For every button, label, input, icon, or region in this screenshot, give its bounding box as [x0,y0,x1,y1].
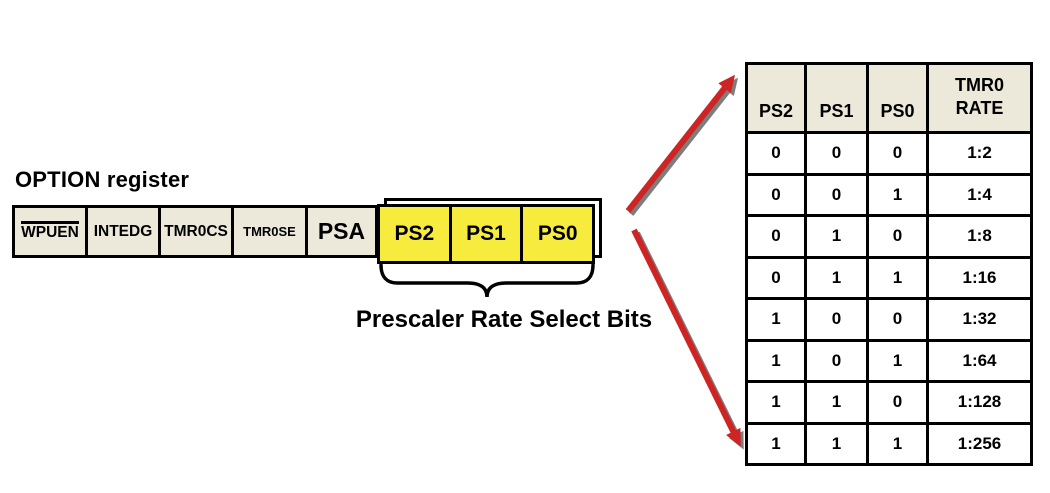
prescaler-bit-ps1: PS1 [452,207,524,261]
table-cell: 0 [866,214,929,259]
arrow-down-icon [631,228,744,450]
prescaler-highlight-box: PS2 PS1 PS0 [377,204,595,264]
table-row: 0 1 0 1:8 [745,214,1033,259]
table-row: 1 0 0 1:32 [745,297,1033,342]
table-cell: 0 [804,338,869,383]
table-cell: 0 [804,131,869,176]
table-row: 0 0 0 1:2 [745,131,1033,176]
table-cell: 0 [866,297,929,342]
brace-icon [379,263,595,298]
table-cell: 1:128 [926,380,1033,425]
table-cell: 0 [804,172,869,217]
table-cell: 1:2 [926,131,1033,176]
table-cell: 0 [804,297,869,342]
col-header-ps1: PS1 [804,62,869,134]
arrow-up-icon [625,74,739,216]
table-cell: 1 [804,214,869,259]
table-row: 1 1 0 1:128 [745,380,1033,425]
prescaler-bit-ps0: PS0 [523,207,592,261]
register-title: OPTION register [15,167,190,192]
table-cell: 1 [804,255,869,300]
table-cell: 0 [866,380,929,425]
register-cell-label: INTEDG [93,222,153,240]
table-cell: 1 [866,338,929,383]
rate-table: PS2 PS1 PS0 TMR0 RATE 0 0 0 1:2 0 0 1 1:… [745,62,1033,466]
table-cell: 1:8 [926,214,1033,259]
table-cell: 1:16 [926,255,1033,300]
prescaler-bit-label: PS1 [466,222,506,245]
table-cell: 1 [866,172,929,217]
table-cell: 1 [804,421,869,466]
register-cell-wpuen: WPUEN [15,208,88,255]
table-cell: 1:64 [926,338,1033,383]
register-cell-tmr0se: TMR0SE [234,208,308,255]
table-cell: 1:4 [926,172,1033,217]
rate-table-header-row: PS2 PS1 PS0 TMR0 RATE [745,62,1033,134]
register-cell-intedg: INTEDG [88,208,161,255]
register-cell-tmr0cs: TMR0CS [161,208,234,255]
table-row: 1 1 1 1:256 [745,421,1033,466]
prescaler-bit-label: PS2 [394,222,435,245]
table-cell: 0 [745,255,807,300]
prescaler-bit-ps2: PS2 [380,207,452,261]
table-cell: 1 [745,338,807,383]
table-cell: 1:256 [926,421,1033,466]
table-cell: 1 [866,421,929,466]
register-cell-psa: PSA [308,208,378,255]
register-cell-label: TMR0SE [243,224,296,239]
col-header-tmr0-rate: TMR0 RATE [926,62,1033,134]
register-cell-label: WPUEN [21,221,79,241]
table-row: 0 0 1 1:4 [745,172,1033,217]
table-cell: 0 [745,214,807,259]
table-cell: 1 [745,380,807,425]
table-row: 1 0 1 1:64 [745,338,1033,383]
table-cell: 1 [745,421,807,466]
table-cell: 1 [804,380,869,425]
table-cell: 0 [745,172,807,217]
prescaler-bit-label: PS0 [537,222,578,245]
col-header-ps2: PS2 [745,62,807,134]
register-cell-label: PSA [317,218,366,244]
col-header-ps0: PS0 [866,62,929,134]
table-row: 0 1 1 1:16 [745,255,1033,300]
table-cell: 0 [866,131,929,176]
prescaler-caption: Prescaler Rate Select Bits [355,306,653,333]
table-cell: 0 [745,131,807,176]
table-cell: 1:32 [926,297,1033,342]
register-cell-label: TMR0CS [164,222,228,240]
table-cell: 1 [745,297,807,342]
table-cell: 1 [866,255,929,300]
